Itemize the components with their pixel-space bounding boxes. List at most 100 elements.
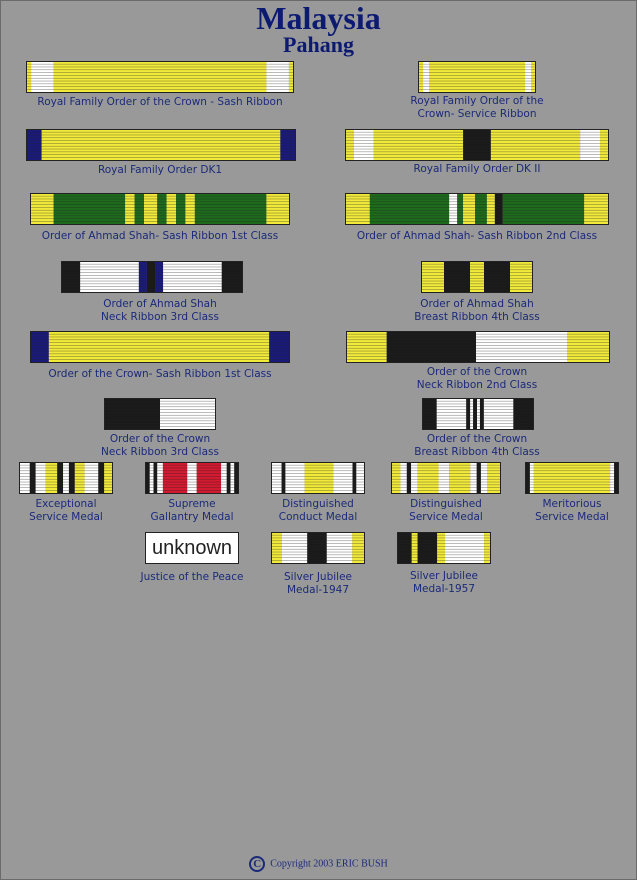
ribbon-graphic bbox=[20, 463, 112, 493]
ribbon-pinstripe bbox=[398, 557, 490, 558]
ribbon-pinstripe bbox=[422, 263, 532, 265]
ribbon-stripe bbox=[373, 130, 464, 160]
ribbon-pinstripe bbox=[105, 414, 215, 416]
ribbon-caption: Silver Jubilee Medal-1957 bbox=[410, 570, 478, 595]
ribbon-pinstripe bbox=[346, 134, 608, 136]
ribbon-stripe bbox=[230, 463, 235, 493]
ribbon-graphic bbox=[272, 533, 364, 563]
ribbon-stripe bbox=[187, 463, 197, 493]
ribbon-stripe bbox=[475, 194, 487, 224]
ribbon-pinstripe bbox=[146, 481, 238, 483]
ribbon-stripe bbox=[513, 399, 533, 429]
ribbon-pinstripe bbox=[272, 560, 364, 561]
ribbon-stripe bbox=[470, 399, 474, 429]
ribbon-stripe bbox=[326, 533, 353, 563]
ribbon-pinstripe bbox=[398, 548, 490, 550]
ribbon-distinguished-conduct bbox=[271, 462, 365, 494]
ribbon-graphic bbox=[27, 130, 295, 160]
ribbon-stripe bbox=[487, 463, 500, 493]
ribbon-pinstripe bbox=[346, 204, 608, 205]
ribbon-stripe bbox=[138, 262, 147, 292]
ribbon-stripe bbox=[525, 62, 531, 92]
ribbon-stripe bbox=[347, 332, 387, 362]
ribbon-stripe bbox=[45, 463, 58, 493]
ribbon-stripe bbox=[194, 194, 267, 224]
ribbon-pinstripe bbox=[272, 551, 364, 553]
ribbon-pinstripe bbox=[347, 336, 609, 338]
ribbon-pinstripe bbox=[392, 484, 500, 486]
ribbon-stripe bbox=[429, 62, 525, 92]
ribbon-stripe bbox=[35, 463, 46, 493]
ribbon-pinstripe bbox=[398, 543, 490, 544]
ribbon-pinstripe bbox=[27, 134, 295, 136]
ribbon-stripe bbox=[476, 332, 568, 362]
ribbon-pinstripe bbox=[419, 83, 535, 85]
ribbon-pinstripe bbox=[27, 86, 293, 87]
ribbon-stripe bbox=[20, 463, 30, 493]
ribbon-pinstripe bbox=[272, 478, 364, 480]
ribbon-stripe bbox=[304, 463, 334, 493]
ribbon-pinstripe bbox=[31, 356, 289, 357]
ribbon-pinstripe bbox=[526, 464, 618, 466]
ribbon-pinstripe bbox=[423, 412, 533, 413]
ribbon-stripe bbox=[346, 130, 354, 160]
ribbon-pinstripe bbox=[272, 534, 364, 536]
ribbon-stripe bbox=[422, 262, 444, 292]
ribbon-stripe bbox=[163, 262, 222, 292]
ribbon-stripe bbox=[600, 130, 608, 160]
ribbon-caption: Justice of the Peace bbox=[140, 571, 244, 583]
ribbon-pinstripe bbox=[27, 145, 295, 147]
ribbon-pinstripe bbox=[20, 473, 112, 474]
ribbon-rfo-dk1 bbox=[26, 129, 296, 161]
ribbon-pinstripe bbox=[272, 548, 364, 550]
ribbon-stripe bbox=[31, 62, 54, 92]
ribbon-pinstripe bbox=[105, 403, 215, 405]
ribbon-oas-breast-4 bbox=[421, 261, 533, 293]
ribbon-pinstripe bbox=[272, 487, 364, 488]
ribbon-oas-neck-3 bbox=[61, 261, 243, 293]
ribbon-stripe bbox=[437, 533, 445, 563]
ribbon-stripe bbox=[463, 130, 491, 160]
ribbon-stripe bbox=[272, 533, 282, 563]
ribbon-pinstripe bbox=[347, 342, 609, 343]
ribbon-pinstripe bbox=[423, 403, 533, 405]
ribbon-pinstripe bbox=[146, 476, 238, 477]
ribbon-pinstripe bbox=[347, 339, 609, 341]
ribbon-caption: Supreme Gallantry Medal bbox=[150, 498, 234, 523]
ribbon-pinstripe bbox=[62, 263, 242, 265]
ribbon-stripe bbox=[27, 130, 42, 160]
ribbon-stripe bbox=[176, 194, 186, 224]
ribbon-pinstripe bbox=[422, 266, 532, 268]
ribbon-pinstripe bbox=[526, 476, 618, 477]
page-title: Malaysia bbox=[256, 0, 381, 36]
ribbon-pinstripe bbox=[419, 63, 535, 65]
ribbon-stripe bbox=[486, 194, 495, 224]
ribbon-pinstripe bbox=[272, 490, 364, 491]
ribbon-pinstripe bbox=[423, 400, 533, 402]
ribbon-pinstripe bbox=[27, 83, 293, 85]
ribbon-graphic bbox=[105, 399, 215, 429]
ribbon-jp: unknown bbox=[145, 532, 239, 564]
ribbon-pinstripe bbox=[272, 467, 364, 469]
ribbon-pinstripe bbox=[526, 470, 618, 472]
ribbon-pinstripe bbox=[347, 350, 609, 352]
ribbon-pinstripe bbox=[526, 467, 618, 469]
ribbon-stripe bbox=[41, 130, 281, 160]
ribbon-caption: Royal Family Order of the Crown- Service… bbox=[410, 95, 544, 120]
ribbon-stripe bbox=[272, 463, 282, 493]
ribbon-pinstripe bbox=[346, 148, 608, 150]
ribbon-graphic bbox=[347, 332, 609, 362]
ribbon-stripe bbox=[80, 262, 139, 292]
ribbon-pinstripe bbox=[62, 286, 242, 287]
ribbon-pinstripe bbox=[272, 473, 364, 474]
ribbon-pinstripe bbox=[27, 77, 293, 79]
ribbon-caption: Silver Jubilee Medal-1947 bbox=[284, 571, 352, 596]
ribbon-pinstripe bbox=[398, 546, 490, 547]
ribbon-pinstripe bbox=[31, 218, 289, 219]
ribbon-pinstripe bbox=[105, 423, 215, 424]
ribbon-graphic bbox=[146, 463, 238, 493]
ribbon-otc-breast-4 bbox=[422, 398, 534, 430]
ribbon-pinstripe bbox=[31, 209, 289, 211]
ribbon-oas-sash-2 bbox=[345, 193, 609, 225]
ribbon-caption: Order of the Crown Neck Ribbon 2nd Class bbox=[416, 366, 538, 391]
